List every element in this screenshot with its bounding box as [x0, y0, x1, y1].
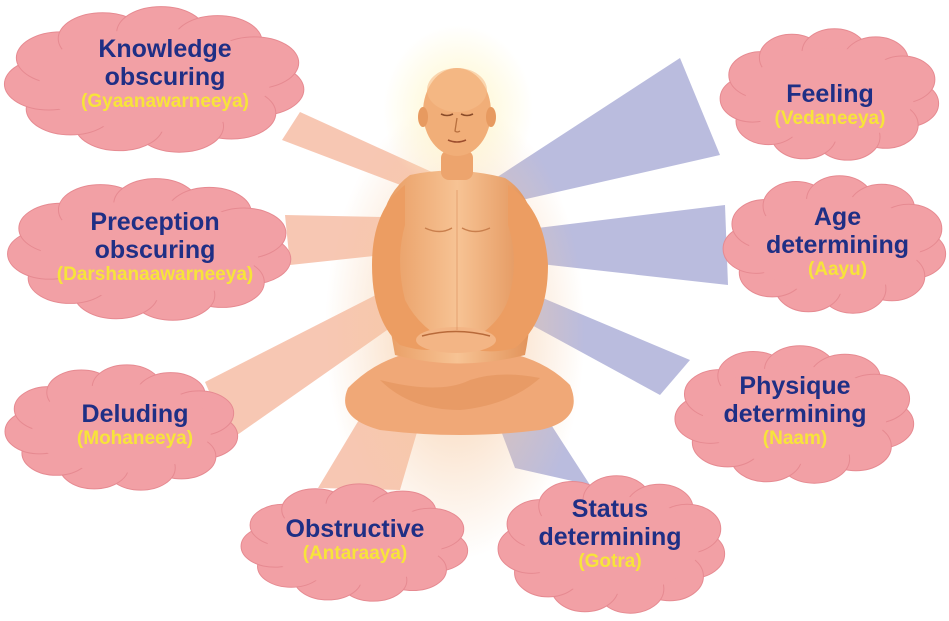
- karma-english-line-1: Preception: [20, 208, 290, 236]
- karma-label-knowledge: Knowledge obscuring (Gyaanawarneeya): [40, 35, 290, 112]
- karma-sanskrit: (Naam): [685, 428, 905, 449]
- karma-english-line-1: Physique: [685, 372, 905, 400]
- karma-english-line-2: obscuring: [40, 63, 290, 91]
- karma-english-line-1: Feeling: [740, 80, 920, 108]
- karma-label-perception: Preception obscuring (Darshanaawarneeya): [20, 208, 290, 285]
- karma-sanskrit: (Antaraaya): [255, 543, 455, 564]
- karma-label-status: Status determining (Gotra): [505, 495, 715, 572]
- meditating-figure: [325, 25, 585, 560]
- karma-english-line-2: determining: [685, 400, 905, 428]
- karma-sanskrit: (Vedaneeya): [740, 108, 920, 129]
- karma-label-feeling: Feeling (Vedaneeya): [740, 80, 920, 129]
- karma-sanskrit: (Aayu): [730, 259, 945, 280]
- karma-sanskrit: (Gotra): [505, 551, 715, 572]
- karma-sanskrit: (Mohaneeya): [35, 428, 235, 449]
- karma-label-deluding: Deluding (Mohaneeya): [35, 400, 235, 449]
- karma-english-line-1: Obstructive: [255, 515, 455, 543]
- karma-label-age: Age determining (Aayu): [730, 203, 945, 280]
- karma-english-line-1: Age: [730, 203, 945, 231]
- karma-sanskrit: (Darshanaawarneeya): [20, 264, 290, 285]
- karma-english-line-2: determining: [505, 523, 715, 551]
- karma-english-line-1: Knowledge: [40, 35, 290, 63]
- karma-label-physique: Physique determining (Naam): [685, 372, 905, 449]
- karma-sanskrit: (Gyaanawarneeya): [40, 91, 290, 112]
- karma-english-line-1: Deluding: [35, 400, 235, 428]
- karma-english-line-1: Status: [505, 495, 715, 523]
- karma-english-line-2: determining: [730, 231, 945, 259]
- karma-english-line-2: obscuring: [20, 236, 290, 264]
- karma-label-obstructive: Obstructive (Antaraaya): [255, 515, 455, 564]
